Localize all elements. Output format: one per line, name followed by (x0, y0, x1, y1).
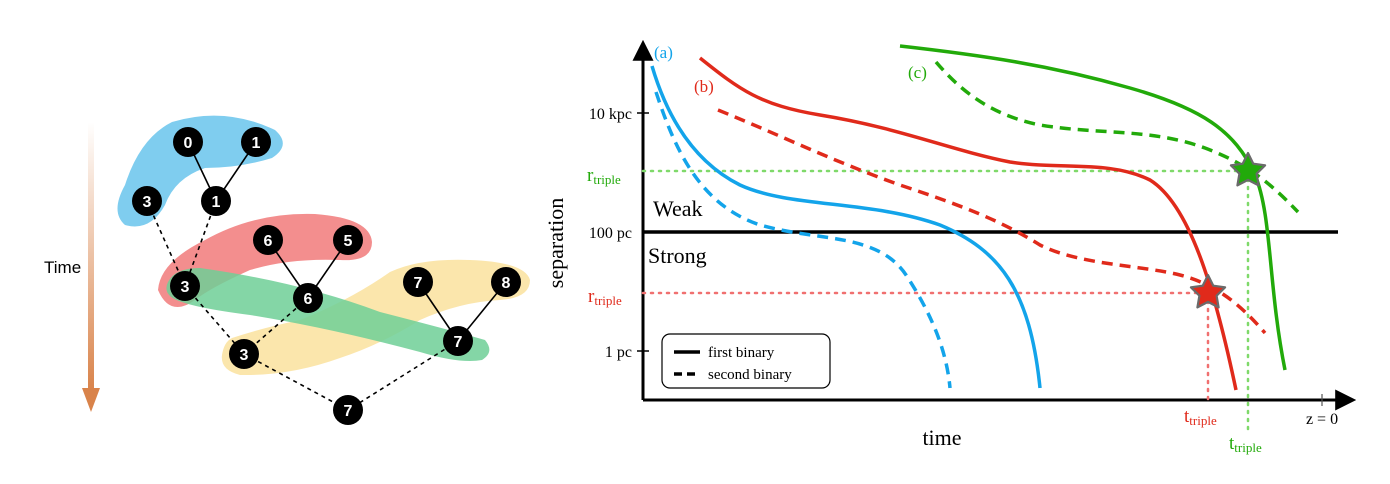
time-arrow-shaft (88, 122, 94, 392)
tree-node: 6 (293, 283, 323, 313)
y-axis-label: separation (543, 198, 568, 288)
regime-strong-label: Strong (648, 243, 707, 268)
time-label: Time (44, 258, 81, 277)
svg-text:7: 7 (454, 334, 463, 351)
tree-node: 1 (201, 186, 231, 216)
legend-second-binary: second binary (708, 367, 792, 383)
svg-text:7: 7 (414, 275, 423, 292)
merger-tree-panel: Time 0 1 3 1 (44, 115, 530, 425)
case-a-label: (a) (654, 43, 673, 62)
svg-text:0: 0 (184, 135, 193, 152)
ytick-100pc: 100 pc (589, 225, 632, 242)
ytick-10kpc: 10 kpc (589, 106, 632, 123)
tree-node: 3 (229, 339, 259, 369)
case-a-second-binary-curve (654, 91, 952, 389)
r-triple-red-label: rtriple (588, 286, 622, 308)
case-b-second-binary-curve (717, 108, 1267, 335)
tree-node: 3 (132, 186, 162, 216)
tree-node: 3 (170, 271, 200, 301)
tree-node: 5 (333, 225, 363, 255)
tree-node: 6 (253, 225, 283, 255)
triple-star-green (1229, 151, 1267, 187)
tree-node: 0 (173, 127, 203, 157)
svg-text:7: 7 (344, 403, 353, 420)
case-b-label: (b) (694, 77, 714, 96)
legend-box (661, 333, 831, 389)
green-group-band (166, 268, 490, 361)
svg-text:8: 8 (502, 275, 511, 292)
tree-node: 7 (333, 395, 363, 425)
ytick-1pc: 1 pc (605, 344, 632, 361)
svg-text:1: 1 (252, 135, 261, 152)
t-triple-green-label: ttriple (1229, 433, 1262, 455)
case-b-first-binary-curve (698, 56, 1238, 391)
z0-label: z = 0 (1306, 411, 1338, 428)
svg-text:5: 5 (344, 233, 353, 250)
svg-text:3: 3 (240, 347, 249, 364)
t-triple-red-label: ttriple (1184, 406, 1217, 428)
tree-node: 8 (491, 267, 521, 297)
svg-text:6: 6 (304, 291, 313, 308)
x-axis-label: time (922, 425, 961, 450)
r-triple-green-label: rtriple (587, 165, 621, 187)
triple-star-red (1189, 273, 1227, 309)
regime-weak-label: Weak (653, 196, 703, 221)
legend-first-binary: first binary (708, 345, 775, 361)
svg-text:3: 3 (181, 279, 190, 296)
legend: first binary second binary (661, 333, 831, 389)
case-c-label: (c) (908, 63, 927, 82)
tree-nodes: 0 1 3 1 6 5 3 6 7 8 3 7 7 (132, 127, 521, 425)
separation-plot-panel: 10 kpc 100 pc 1 pc separation time z = 0… (543, 39, 1357, 455)
svg-text:3: 3 (143, 194, 152, 211)
case-c-first-binary-curve (899, 44, 1287, 371)
case-a-first-binary-curve (650, 65, 1042, 389)
tree-node: 7 (403, 267, 433, 297)
svg-text:6: 6 (264, 233, 273, 250)
tree-node: 7 (443, 326, 473, 356)
time-arrow-head (82, 388, 100, 412)
tree-node: 1 (241, 127, 271, 157)
svg-text:1: 1 (212, 194, 221, 211)
